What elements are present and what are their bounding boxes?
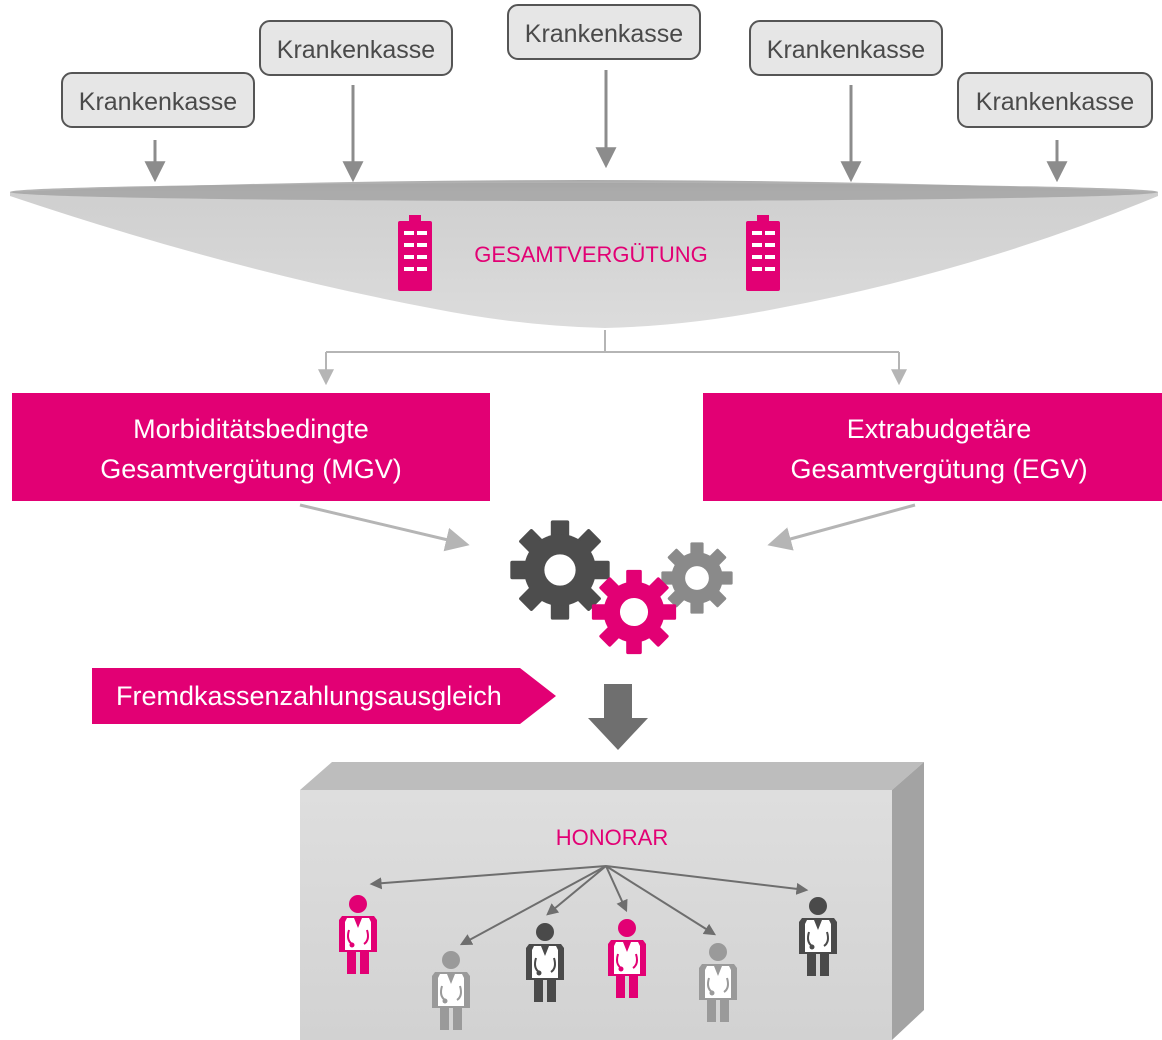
mgv-line-1: Morbiditätsbedingte <box>133 414 369 444</box>
gear-icon <box>591 569 677 655</box>
egv-box: Extrabudgetäre Gesamtvergütung (EGV) <box>703 393 1162 501</box>
file-cabinet-icon <box>746 215 780 291</box>
insurer-label: Krankenkasse <box>79 88 237 116</box>
down-arrow-icon <box>588 684 648 750</box>
total-remuneration-pool: GESAMTVERGÜTUNG <box>10 180 1158 328</box>
insurer-arrows <box>144 70 1068 183</box>
gear-input-arrows <box>299 503 916 552</box>
insurer-box: Krankenkasse <box>957 72 1153 128</box>
fee-box: HONORAR <box>300 762 924 1040</box>
distribution-arrows <box>369 865 809 946</box>
file-cabinet-icon <box>398 215 432 291</box>
insurer-box: Krankenkasse <box>259 20 453 76</box>
insurer-label: Krankenkasse <box>976 88 1134 116</box>
insurer-label: Krankenkasse <box>767 36 925 64</box>
insurer-label: Krankenkasse <box>277 36 435 64</box>
insurer-box: Krankenkasse <box>61 72 255 128</box>
egv-line-2: Gesamtvergütung (EGV) <box>790 454 1087 484</box>
gear-icon <box>510 520 610 620</box>
mgv-line-2: Gesamtvergütung (MGV) <box>100 454 402 484</box>
insurer-box: Krankenkasse <box>749 20 943 76</box>
gears-process <box>510 520 733 655</box>
compensation-label: Fremdkassenzahlungsausgleich <box>116 681 502 711</box>
mgv-box: Morbiditätsbedingte Gesamtvergütung (MGV… <box>12 393 490 501</box>
egv-line-1: Extrabudgetäre <box>847 414 1032 444</box>
gear-icon <box>661 542 733 614</box>
pool-label: GESAMTVERGÜTUNG <box>474 242 707 267</box>
compensation-banner: Fremdkassenzahlungsausgleich <box>92 668 556 724</box>
honorar-label: HONORAR <box>556 825 668 850</box>
split-connector <box>318 330 907 386</box>
insurer-box: Krankenkasse <box>507 4 701 60</box>
insurer-label: Krankenkasse <box>525 20 683 48</box>
